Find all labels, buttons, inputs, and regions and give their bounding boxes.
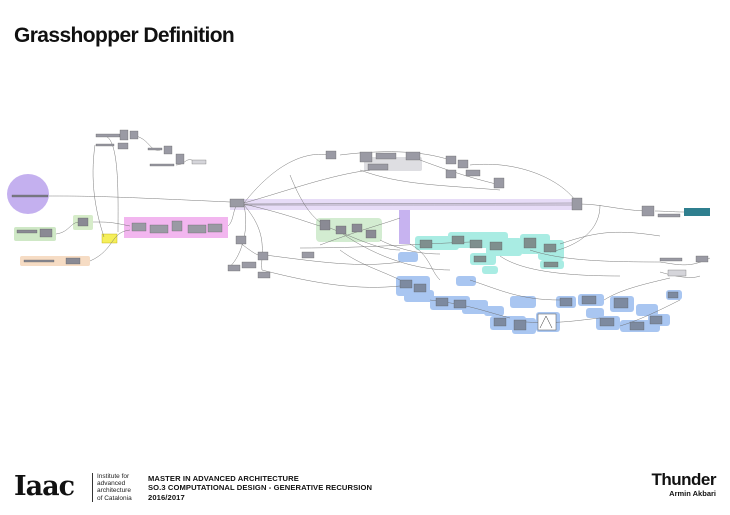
component-node[interactable] xyxy=(171,220,183,232)
institute-line: advanced xyxy=(97,480,126,488)
course-title: SO.3 COMPUTATIONAL DESIGN - GENERATIVE R… xyxy=(148,483,373,493)
component-node[interactable] xyxy=(367,163,389,171)
component-node[interactable] xyxy=(613,297,629,309)
component-node[interactable] xyxy=(95,143,115,147)
component-node[interactable] xyxy=(11,194,49,198)
component-node[interactable] xyxy=(65,257,81,265)
component-node[interactable] xyxy=(129,130,139,140)
project-name: Thunder xyxy=(651,470,717,489)
component-node[interactable] xyxy=(229,198,245,208)
component-node[interactable] xyxy=(465,169,481,177)
group-lavender-circle xyxy=(7,174,49,214)
component-node[interactable] xyxy=(493,317,507,327)
component-node[interactable] xyxy=(667,291,679,299)
gradient-preview[interactable] xyxy=(684,208,710,216)
component-node[interactable] xyxy=(641,205,655,217)
component-node[interactable] xyxy=(325,150,337,160)
component-node[interactable] xyxy=(117,142,129,150)
component-node[interactable] xyxy=(149,163,175,167)
component-node[interactable] xyxy=(453,299,467,309)
component-node[interactable] xyxy=(667,269,687,277)
component-node[interactable] xyxy=(489,241,503,251)
component-node[interactable] xyxy=(16,229,38,234)
component-node[interactable] xyxy=(629,321,645,331)
component-node[interactable] xyxy=(513,319,527,331)
component-node[interactable] xyxy=(399,279,413,289)
component-node[interactable] xyxy=(365,229,377,239)
author-name: Armin Akbari xyxy=(669,489,716,498)
wires xyxy=(48,135,711,327)
component-node[interactable] xyxy=(451,235,465,245)
component-node[interactable] xyxy=(235,235,247,245)
institute-line: architecture xyxy=(97,487,131,495)
component-node[interactable] xyxy=(581,295,597,305)
component-node[interactable] xyxy=(257,251,269,261)
graph-mapper-curve xyxy=(539,315,553,329)
component-node[interactable] xyxy=(445,169,457,179)
component-node[interactable] xyxy=(435,297,449,307)
group-pale-purple-band xyxy=(230,199,582,210)
group-yellow xyxy=(101,233,118,244)
institute-name: Institute for advanced architecture of C… xyxy=(97,473,132,502)
component-node[interactable] xyxy=(543,243,557,253)
iaac-logo: Iaac xyxy=(14,471,75,502)
component-node[interactable] xyxy=(227,264,241,272)
program-title: MASTER IN ADVANCED ARCHITECTURE xyxy=(148,474,299,483)
group-teal-cluster xyxy=(415,232,564,274)
component-node[interactable] xyxy=(23,259,55,263)
component-node[interactable] xyxy=(419,239,433,249)
component-node[interactable] xyxy=(335,225,347,235)
component-node[interactable] xyxy=(147,147,163,151)
component-node[interactable] xyxy=(241,261,257,269)
component-node[interactable] xyxy=(163,145,173,155)
component-node[interactable] xyxy=(207,223,223,233)
component-node[interactable] xyxy=(599,317,615,327)
component-node[interactable] xyxy=(119,129,129,141)
component-node[interactable] xyxy=(659,257,683,262)
component-node[interactable] xyxy=(351,223,363,233)
component-node[interactable] xyxy=(445,155,457,165)
component-node[interactable] xyxy=(571,197,583,211)
component-node[interactable] xyxy=(257,271,271,279)
component-node[interactable] xyxy=(695,255,709,263)
component-node[interactable] xyxy=(359,151,373,163)
footer: Iaac Institute for advanced architecture… xyxy=(0,468,730,508)
component-node[interactable] xyxy=(413,283,427,293)
component-node[interactable] xyxy=(149,224,169,234)
component-node[interactable] xyxy=(649,315,663,325)
component-node[interactable] xyxy=(457,159,469,169)
component-node[interactable] xyxy=(493,177,505,189)
page-title: Grasshopper Definition xyxy=(14,24,235,47)
component-node[interactable] xyxy=(543,261,559,268)
group-regions xyxy=(7,157,682,334)
group-purple-block xyxy=(399,210,410,244)
component-node[interactable] xyxy=(95,133,121,138)
program-info: MASTER IN ADVANCED ARCHITECTURE SO.3 COM… xyxy=(148,474,372,502)
component-node[interactable] xyxy=(523,237,537,249)
component-node[interactable] xyxy=(657,213,681,218)
component-node[interactable] xyxy=(375,152,397,160)
component-node[interactable] xyxy=(39,228,53,238)
components xyxy=(11,129,710,331)
component-node[interactable] xyxy=(473,255,487,263)
component-node[interactable] xyxy=(131,222,147,232)
component-node[interactable] xyxy=(175,153,185,165)
component-node[interactable] xyxy=(559,297,573,307)
component-node[interactable] xyxy=(319,219,331,231)
institute-line: Institute for xyxy=(97,473,130,480)
component-node[interactable] xyxy=(405,151,421,161)
component-node[interactable] xyxy=(77,217,89,227)
component-node[interactable] xyxy=(191,159,207,165)
institute-line: of Catalonia xyxy=(97,494,132,502)
component-node[interactable] xyxy=(187,224,207,234)
project-credit: Thunder Armin Akbari xyxy=(652,470,717,498)
logo-divider xyxy=(92,473,93,502)
component-node[interactable] xyxy=(301,251,315,259)
graph-mapper[interactable] xyxy=(537,313,557,331)
component-node[interactable] xyxy=(469,239,483,249)
academic-year: 2016/2017 xyxy=(148,492,185,502)
group-green-mid xyxy=(316,218,382,242)
